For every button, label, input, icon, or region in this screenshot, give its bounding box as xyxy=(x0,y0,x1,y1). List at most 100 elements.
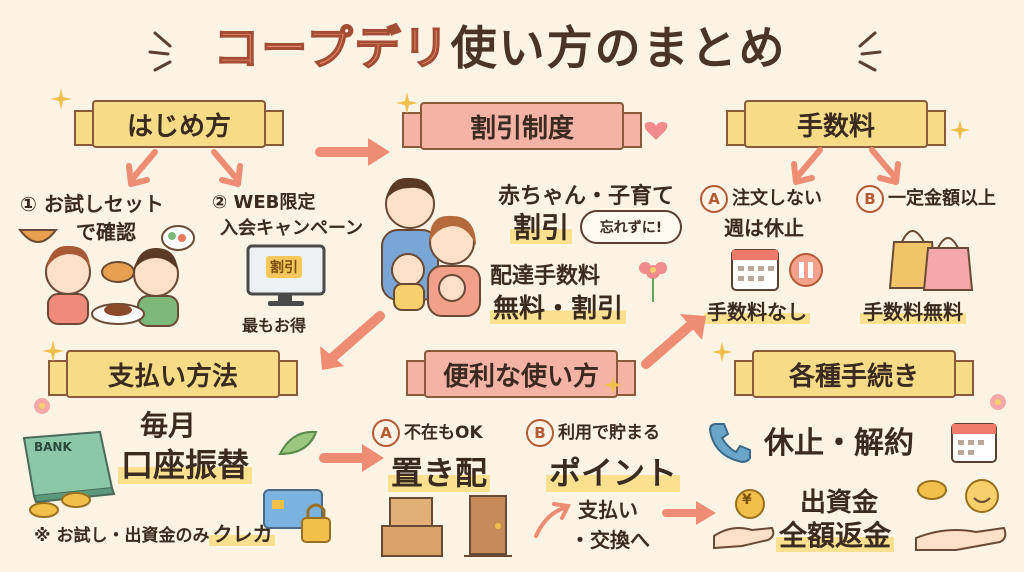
monitor-discount-label: 割引 xyxy=(266,256,302,278)
start-note: 最もお得 xyxy=(242,316,307,335)
arrow-right-icon xyxy=(315,138,390,166)
payment-note-emph: クレカ xyxy=(209,522,276,546)
payment-line2-text: 口座振替 xyxy=(118,446,253,484)
hand-coin-icon xyxy=(713,489,775,550)
dish-icon xyxy=(161,225,195,251)
discount-line4-text: 無料・割引 xyxy=(490,294,627,324)
procedures-line1: 休止・解約 xyxy=(764,426,914,461)
pause-icon xyxy=(789,253,823,287)
procedures-banner-label: 各種手続き xyxy=(788,361,919,392)
coins-icon xyxy=(29,492,91,518)
reminder-bubble-text: 忘れずに! xyxy=(599,220,663,236)
item-number: ② xyxy=(212,192,228,213)
flower-small-icon xyxy=(990,394,1006,410)
payment-note: ※ お試し・出資金のみクレカ xyxy=(34,518,276,547)
sparkle-icon xyxy=(712,342,732,362)
bank-label: BANK xyxy=(34,440,72,454)
arrow-icon xyxy=(320,311,385,370)
convenient-a-main: 置き配 xyxy=(388,448,491,494)
title-part1: コープデリ xyxy=(213,20,451,76)
arrow-right-icon xyxy=(662,501,716,525)
procedures-line2: 出資金 xyxy=(800,488,879,518)
arrow-icon xyxy=(869,147,901,185)
payment-line2: 口座振替 xyxy=(118,440,253,486)
fee-b-result-text: 手数料無料 xyxy=(860,300,966,324)
arrow-icon xyxy=(791,147,823,185)
sparkle-icon xyxy=(950,120,970,140)
fee-b-result: 手数料無料 xyxy=(860,296,966,325)
discount-line4: 無料・割引 xyxy=(490,288,627,325)
flower-icon xyxy=(639,262,667,302)
calendar-icon xyxy=(951,423,997,463)
start-item1-line2: で確認 xyxy=(76,220,136,244)
arrow-icon xyxy=(211,149,243,187)
sparkle-lines-icon xyxy=(148,31,172,72)
boxes-icon xyxy=(381,497,443,557)
convenient-a-label: 不在もOK xyxy=(404,423,483,443)
option-a-badge: A xyxy=(700,185,728,213)
payment-banner-label: 支払い方法 xyxy=(107,361,238,392)
sparkle-icon xyxy=(396,92,418,114)
start-banner-label: はじめ方 xyxy=(126,111,231,142)
convenient-b-sub1: 支払い xyxy=(578,498,638,522)
start-banner: はじめ方 xyxy=(74,100,284,148)
discount-banner-label: 割引制度 xyxy=(469,113,574,144)
sparkle-icon xyxy=(50,88,72,110)
discount-line1: 赤ちゃん・子育て xyxy=(498,184,675,209)
convenient-b-sub2: ・交換へ xyxy=(570,528,650,552)
convenient-a-main-text: 置き配 xyxy=(388,454,491,492)
procedures-line3: 全額返金 xyxy=(776,514,895,554)
arrow-icon xyxy=(126,149,158,187)
family-illustration xyxy=(381,177,481,317)
procedures-line3-text: 全額返金 xyxy=(776,519,895,552)
fee-b-line1: 一定金額以上 xyxy=(888,188,996,209)
reminder-bubble: 忘れずに! xyxy=(580,210,682,244)
sparkle-icon xyxy=(42,340,64,362)
calendar-icon xyxy=(731,249,779,291)
start-item1: ① お試しセット xyxy=(20,188,164,217)
item-number: ① xyxy=(20,192,37,216)
arrow-right-icon xyxy=(319,444,384,472)
convenient-b-main: ポイント xyxy=(546,448,681,494)
heart-icon xyxy=(644,122,668,140)
fee-a-result-text: 手数料なし xyxy=(704,300,810,324)
door-icon xyxy=(464,495,512,557)
arrow-icon xyxy=(641,314,706,369)
payment-note-prefix: ※ お試し・出資金のみ xyxy=(34,526,210,546)
start-item2-line1: WEB限定 xyxy=(233,192,316,213)
payment-banner: 支払い方法 xyxy=(48,350,298,398)
option-b-badge: B xyxy=(526,419,554,447)
title-part2: 使い方のまとめ xyxy=(450,21,787,75)
credit-card-lock-icon xyxy=(263,489,331,543)
convenient-b-label: 利用で貯まる xyxy=(558,423,660,443)
convenient-banner: 便利な使い方 xyxy=(406,350,636,398)
fee-a-line1: 注文しない xyxy=(732,188,822,209)
convenient-banner-label: 便利な使い方 xyxy=(442,361,599,392)
shopping-bags-icon xyxy=(888,230,974,291)
discount-line2-text: 割引 xyxy=(510,211,573,244)
leaf-icon xyxy=(278,430,318,456)
phone-icon xyxy=(708,423,751,464)
fee-banner-label: 手数料 xyxy=(796,111,875,142)
yen-coin-label: ¥ xyxy=(742,492,752,508)
procedures-banner: 各種手続き xyxy=(734,350,974,398)
fee-banner: 手数料 xyxy=(726,100,946,148)
page-title: コープデリ 使い方のまとめ xyxy=(150,10,850,80)
fee-a-line2: 週は休止 xyxy=(724,216,804,240)
discount-line2: 割引 xyxy=(510,206,573,246)
convenient-b-main-text: ポイント xyxy=(546,454,681,492)
start-item1-line1: お試しセット xyxy=(43,192,164,216)
discount-line3: 配達手数料 xyxy=(490,264,601,289)
family-eating-illustration xyxy=(45,245,179,327)
option-a-badge: A xyxy=(372,419,400,447)
coins-hand-icon xyxy=(915,479,1007,551)
fee-a-result: 手数料なし xyxy=(704,296,810,325)
option-b-badge: B xyxy=(856,185,884,213)
start-item2-line2: 入会キャンペーン xyxy=(220,218,364,239)
sparkle-lines-icon xyxy=(858,31,882,72)
sparkle-icon xyxy=(604,376,622,394)
